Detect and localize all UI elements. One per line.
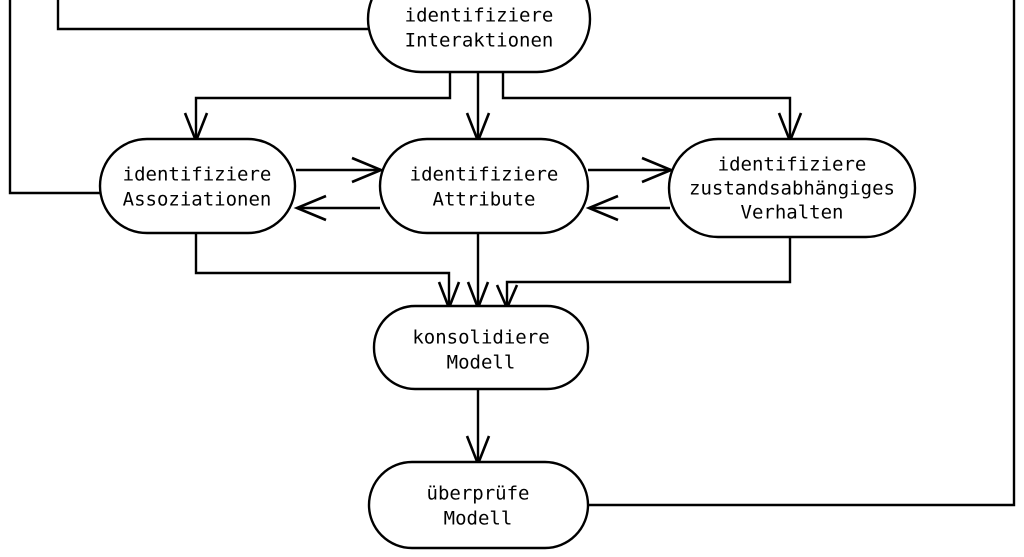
edge-assoziationen-to-konsolidiere <box>194 232 451 305</box>
node-label-assoziationen-line2: Assoziationen <box>123 189 272 211</box>
edge-ueberpruefe-to-offscreen-right <box>588 0 1016 507</box>
arrowhead-verhalten-attribute <box>585 194 619 222</box>
arrowhead-attribute-assoziationen <box>293 194 327 222</box>
node-identifiziere-zustandsabhaengiges-verhalten[interactable]: identifiziere zustandsabhängiges Verhalt… <box>667 137 917 239</box>
node-shape-interaktionen <box>366 0 592 74</box>
node-label-interaktionen-line2: Interaktionen <box>405 30 554 52</box>
node-label-attribute-line1: identifiziere <box>410 164 559 186</box>
edge-offscreen-left-to-assoziationen <box>8 0 100 195</box>
node-identifiziere-interaktionen[interactable]: identifiziere Interaktionen <box>366 0 592 74</box>
edge-interaktionen-to-assoziationen <box>194 72 452 138</box>
node-label-verhalten-line2: zustandsabhängiges <box>689 178 895 200</box>
node-label-konsolidiere-line1: konsolidiere <box>412 327 549 349</box>
node-shape-verhalten <box>667 137 917 239</box>
node-label-interaktionen-line1: identifiziere <box>405 5 554 27</box>
edge-group <box>8 0 1016 507</box>
node-group: identifiziere Interaktionen identifizier… <box>98 0 917 550</box>
node-konsolidiere-modell[interactable]: konsolidiere Modell <box>372 304 590 391</box>
node-label-ueberpruefe-line1: überprüfe <box>427 483 530 505</box>
node-label-verhalten-line3: Verhalten <box>741 202 844 224</box>
node-label-attribute-line2: Attribute <box>433 189 536 211</box>
node-label-konsolidiere-line2: Modell <box>447 352 516 374</box>
node-identifiziere-attribute[interactable]: identifiziere Attribute <box>378 137 590 235</box>
edge-verhalten-to-konsolidiere <box>505 237 792 305</box>
node-shape-assoziationen <box>98 137 297 235</box>
node-shape-attribute <box>378 137 590 235</box>
edge-interaktionen-to-verhalten <box>501 72 792 138</box>
node-label-verhalten-line1: identifiziere <box>718 154 867 176</box>
edge-offscreen-top-to-interaktionen <box>56 0 370 31</box>
node-ueberpruefe-modell[interactable]: überprüfe Modell <box>367 460 590 550</box>
arrowhead-assoziationen-attribute <box>351 156 385 184</box>
node-shape-konsolidiere <box>372 304 590 391</box>
node-label-assoziationen-line1: identifiziere <box>123 164 272 186</box>
node-shape-ueberpruefe <box>367 460 590 550</box>
node-identifiziere-assoziationen[interactable]: identifiziere Assoziationen <box>98 137 297 235</box>
node-label-ueberpruefe-line2: Modell <box>444 508 513 530</box>
